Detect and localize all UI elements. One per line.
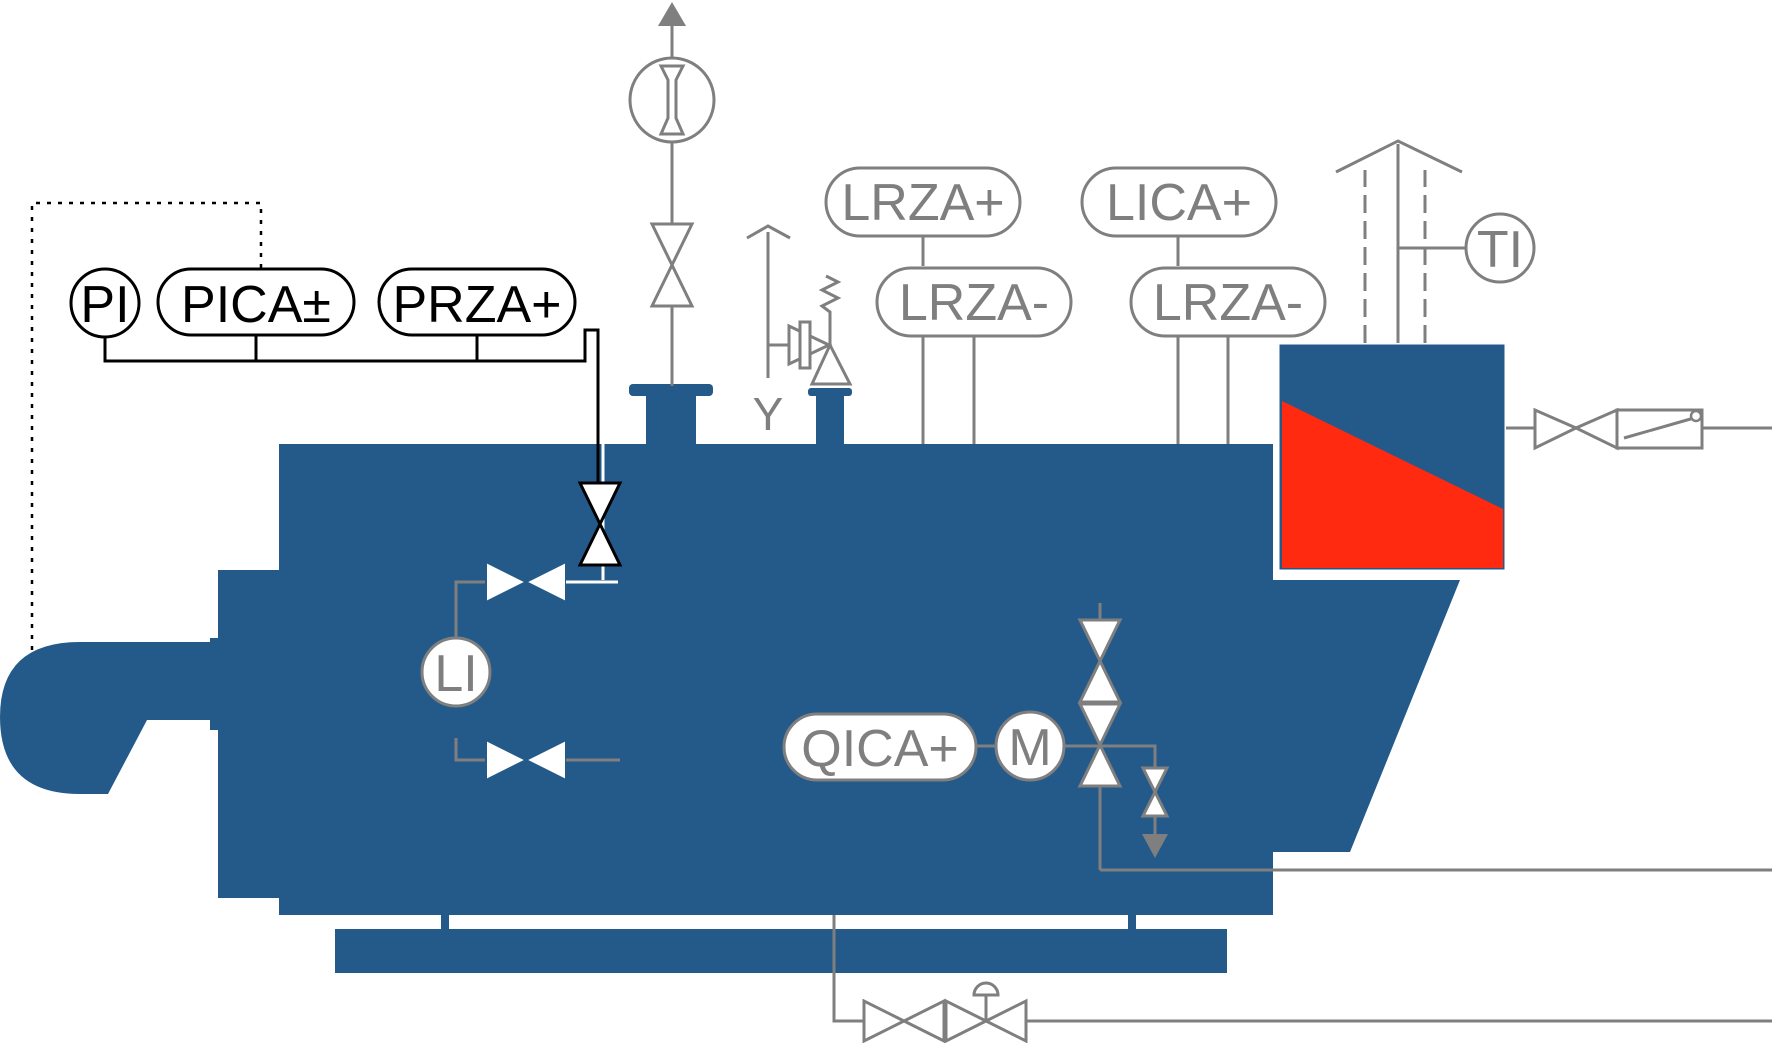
lrza-plus-label: LRZA+ <box>841 174 1004 232</box>
ti-label: TI <box>1477 221 1523 279</box>
sample-drain-arrow <box>1142 834 1168 858</box>
prza-plus-instrument: PRZA+ <box>377 267 577 337</box>
qica-plus-instrument: QICA+ <box>782 712 978 782</box>
pica-label: PICA± <box>181 276 331 334</box>
blowdown-valve-upper <box>1077 618 1123 704</box>
bottom-drain-valve-2 <box>944 981 1028 1043</box>
pi-instrument: PI <box>69 267 141 339</box>
safety-nozzle-neck <box>816 392 844 446</box>
stack-cap <box>1335 139 1463 174</box>
pressure-isolation-valve <box>577 481 623 567</box>
li-instrument: LI <box>420 636 492 708</box>
lrza-minus-label-2: LRZA- <box>1153 274 1303 332</box>
steam-nozzle-neck <box>646 392 696 446</box>
flue-actuator-icon <box>1615 408 1704 450</box>
boiler-shell <box>210 444 1460 915</box>
blowdown-valve-lower <box>1077 702 1123 788</box>
dotted-signal-line <box>30 201 263 650</box>
safety-valve-icon <box>787 274 853 386</box>
lrza-plus-instrument: LRZA+ <box>824 166 1022 238</box>
motor-label: M <box>1008 719 1051 777</box>
li-bottom-line <box>454 738 486 762</box>
steam-nozzle-flange <box>629 384 713 396</box>
motor-icon: M <box>994 710 1066 782</box>
flue-gas-box-flame <box>1282 401 1503 568</box>
bottom-drain-valve-1 <box>862 998 946 1043</box>
safety-nozzle-flange <box>808 388 852 396</box>
bottom-drain-line <box>832 915 864 1023</box>
steam-outlet-valve <box>649 222 695 308</box>
sample-line <box>1100 744 1157 768</box>
lrza-minus-instrument-2: LRZA- <box>1129 266 1327 338</box>
li-label: LI <box>434 645 477 703</box>
pressure-impulse-line <box>103 328 600 486</box>
burner-housing <box>0 642 214 794</box>
qica-plus-label: QICA+ <box>801 720 959 778</box>
flue-outlet-valve <box>1533 407 1619 451</box>
steam-outlet-arrow <box>658 2 686 26</box>
safety-vent-hood <box>746 224 791 240</box>
lica-plus-label: LICA+ <box>1106 174 1252 232</box>
prza-plus-label: PRZA+ <box>392 276 561 334</box>
skid-leg-right <box>1128 905 1136 931</box>
lica-plus-instrument: LICA+ <box>1080 166 1278 238</box>
li-bottom-valve <box>485 738 567 782</box>
skid-leg-left <box>441 905 449 931</box>
sight-glass-icon <box>628 56 716 144</box>
ti-instrument: TI <box>1464 212 1536 284</box>
y-label: Y <box>753 388 784 440</box>
boiler-skid <box>335 929 1227 973</box>
lrza-minus-instrument-1: LRZA- <box>875 266 1073 338</box>
pi-label: PI <box>80 276 129 334</box>
pica-instrument: PICA± <box>156 267 356 337</box>
lrza-minus-label-1: LRZA- <box>899 274 1049 332</box>
